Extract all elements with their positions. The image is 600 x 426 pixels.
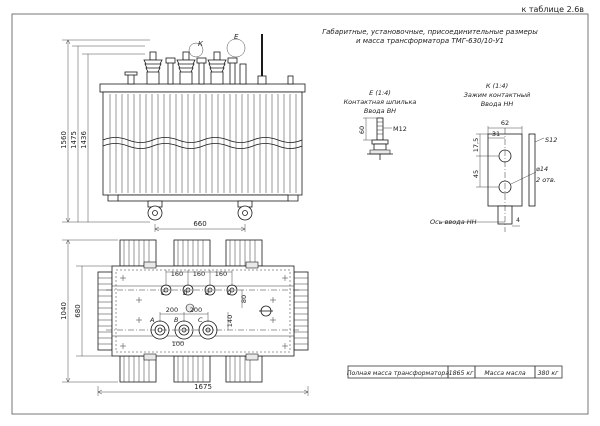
plan-label-c: C: [198, 316, 203, 324]
detail-e-title: Е (1:4): [369, 89, 391, 97]
plan-dim-1040: 1040: [60, 302, 68, 320]
detail-k-dim-45: 45: [472, 170, 480, 178]
detail-k-dim-17-5: 17,5: [472, 138, 480, 152]
mass-full-label: Полная масса трансформатора: [347, 370, 449, 377]
detail-k-subtitle1: Зажим контактный: [464, 91, 530, 99]
plan-label-lc: c: [161, 289, 165, 297]
hv-bushings: [143, 51, 227, 85]
detail-k-dim-hole: ⌀14: [536, 165, 548, 173]
detail-k-dim-31: 31: [492, 130, 500, 138]
dim-wheel-span-660: 660: [193, 220, 206, 228]
plan-dim-100: 100: [172, 340, 184, 348]
detail-k-dim-62: 62: [501, 119, 509, 127]
detail-k-title: К (1:4): [486, 82, 508, 90]
detail-k-subtitle2: Ввода НН: [481, 100, 514, 108]
front-height-dims: [62, 39, 150, 223]
plan-label-lb: b: [183, 289, 187, 297]
plan-dim-160-c: 160: [215, 270, 227, 278]
plan-view: c b a 0 A B C 160 160 160: [60, 239, 309, 396]
break-line-upper: [102, 137, 303, 143]
plan-dim-80: 80: [240, 295, 248, 303]
plan-label-ln: 0: [227, 289, 231, 297]
table-reference: к таблице 2.6в: [521, 5, 584, 14]
plan-dim-160-a: 160: [171, 270, 183, 278]
plan-dim-1675: 1675: [194, 383, 212, 391]
sheet-frame: [11, 13, 589, 415]
plan-label-la: a: [205, 289, 209, 297]
lv-bushings: [165, 57, 247, 85]
dim-height-1475: 1475: [70, 131, 78, 149]
plan-label-b: B: [174, 316, 179, 324]
detail-k-dim-4: 4: [516, 217, 520, 224]
callout-k-circle: [188, 42, 204, 58]
plan-label-a: A: [149, 316, 154, 324]
detail-e-dim-60: 60: [358, 126, 366, 134]
detail-e: Е (1:4) Контактная шпилька Ввода ВН 60 М…: [344, 89, 417, 160]
plan-dim-200-b: 200: [190, 306, 202, 314]
mass-oil-value: 380 кг: [538, 370, 560, 377]
plan-bolt-marks: [120, 275, 288, 349]
plan-radiators: [119, 239, 263, 383]
callout-e-label: Е: [234, 33, 239, 41]
drawing-title-line2: и масса трансформатора ТМГ-630/10-У1: [356, 37, 504, 45]
base-frame: [117, 194, 289, 202]
mass-oil-label: Масса масла: [484, 370, 526, 377]
plan-dim-200-a: 200: [166, 306, 178, 314]
wheel-right: [237, 200, 253, 221]
break-line-lower: [102, 143, 303, 149]
plan-dim-140: 140: [226, 315, 234, 327]
mass-full-value: 1865 кг: [449, 370, 474, 377]
plan-dim-680: 680: [74, 304, 82, 317]
callout-k-label: К: [198, 40, 204, 48]
wheel-left: [147, 200, 163, 221]
drawing-title-line1: Габаритные, установочные, присоединитель…: [322, 28, 538, 36]
front-view: К Е 1560 1475 1436 660: [60, 33, 306, 232]
detail-e-subtitle2: Ввода ВН: [364, 107, 396, 115]
detail-e-subtitle1: Контактная шпилька: [344, 98, 417, 106]
plan-dim-160-b: 160: [193, 270, 205, 278]
detail-k-dim-s12: S12: [545, 136, 557, 144]
detail-k: К (1:4) Зажим контактный Ввода НН Ось вв…: [430, 82, 557, 232]
dim-height-1560: 1560: [60, 131, 68, 149]
callout-e-circle: [226, 38, 246, 58]
mass-table: Полная масса трансформатора 1865 кг Масс…: [347, 365, 563, 379]
detail-k-dim-holes-count: 2 отв.: [536, 176, 556, 184]
detail-k-axis-label: Ось ввода НН: [430, 218, 477, 226]
dim-height-1436: 1436: [80, 131, 88, 149]
detail-e-dim-m12: М12: [393, 125, 407, 133]
tank-cover: [99, 83, 306, 93]
